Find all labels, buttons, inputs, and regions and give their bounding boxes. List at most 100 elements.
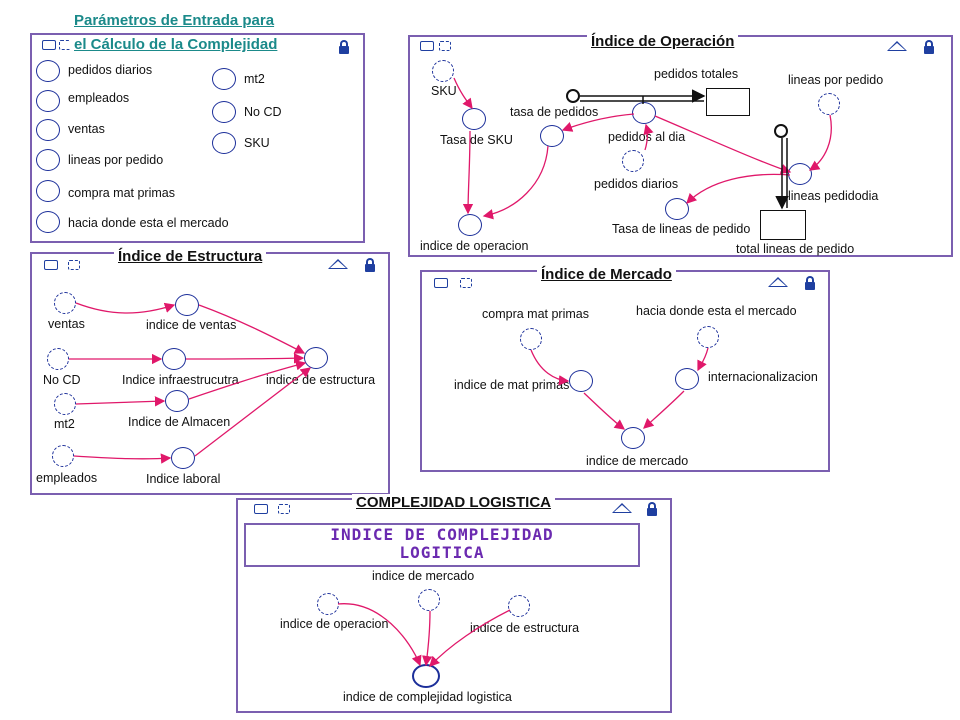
pedidos-diarios-label: pedidos diarios: [594, 177, 679, 191]
indice-laboral-label: Indice laboral: [146, 472, 221, 486]
window-icon[interactable]: [439, 41, 451, 51]
hacia-node[interactable]: [697, 326, 719, 348]
compra-label: compra mat primas: [482, 307, 589, 321]
complejidad-banner: [244, 523, 640, 567]
collapse-icon[interactable]: [328, 259, 348, 269]
ventas-label: ventas: [48, 317, 85, 331]
indice-ventas-node[interactable]: [175, 294, 199, 316]
indice-mercado-node[interactable]: [621, 427, 645, 449]
param-label: lineas por pedido: [68, 153, 164, 167]
param-node[interactable]: [212, 132, 236, 154]
source-cloud-icon: [774, 124, 788, 138]
lineas-pedidodia-node[interactable]: [788, 163, 812, 185]
indice-laboral-node[interactable]: [171, 447, 195, 469]
connector-arrow: [462, 130, 474, 215]
indice-infra-node[interactable]: [162, 348, 186, 370]
param-node[interactable]: [212, 101, 236, 123]
connector-arrow: [75, 396, 166, 407]
c-indice-operacion-label: indice de operacion: [280, 617, 389, 631]
window-icon[interactable]: [278, 504, 290, 514]
connector-arrow: [185, 353, 305, 364]
lock-icon[interactable]: [647, 502, 657, 516]
view-icon[interactable]: [434, 278, 448, 288]
tasa-sku-node[interactable]: [462, 108, 486, 130]
compra-node[interactable]: [520, 328, 542, 350]
pedidos-al-dia-label: pedidos al dia: [608, 130, 686, 144]
tasa-lineas-label: Tasa de lineas de pedido: [612, 222, 751, 236]
pedidos-totales-stock[interactable]: [706, 88, 750, 116]
c-indice-estructura-node[interactable]: [508, 595, 530, 617]
internacionalizacion-node[interactable]: [675, 368, 699, 390]
connector-arrow: [73, 453, 172, 464]
indice-operacion-node[interactable]: [458, 214, 482, 236]
connector-arrow: [697, 347, 709, 372]
indice-estructura-node[interactable]: [304, 347, 328, 369]
lock-icon[interactable]: [339, 40, 349, 54]
param-node[interactable]: [36, 211, 60, 233]
collapse-icon[interactable]: [612, 503, 632, 513]
param-node[interactable]: [212, 68, 236, 90]
params-title-line2[interactable]: el Cálculo de la Complejidad: [70, 36, 282, 54]
connector-arrow: [583, 392, 626, 430]
connector-arrow: [482, 145, 549, 220]
lineas-por-pedido-label: lineas por pedido: [788, 73, 884, 87]
lineas-por-pedido-node[interactable]: [818, 93, 840, 115]
sku-node[interactable]: [432, 60, 454, 82]
ventas-node[interactable]: [54, 292, 76, 314]
source-cloud-icon: [566, 89, 580, 103]
indice-mat-node[interactable]: [569, 370, 593, 392]
param-node[interactable]: [36, 90, 60, 112]
param-node[interactable]: [36, 60, 60, 82]
connector-arrow: [561, 113, 635, 132]
view-icon[interactable]: [44, 260, 58, 270]
lock-icon[interactable]: [805, 276, 815, 290]
indice-almacen-label: Indice de Almacen: [128, 415, 231, 429]
indice-infra-label: Indice infraestrucutra: [122, 373, 239, 387]
view-icon[interactable]: [420, 41, 434, 51]
connector-arrow: [643, 123, 654, 151]
pedidos-al-dia-node[interactable]: [632, 102, 656, 124]
window-icon[interactable]: [460, 278, 472, 288]
c-indice-mercado-node[interactable]: [418, 589, 440, 611]
banner-line1: INDICE DE COMPLEJIDAD: [330, 525, 554, 544]
connector-arrow: [453, 77, 473, 110]
param-node[interactable]: [36, 180, 60, 202]
pedidos-diarios-node[interactable]: [622, 150, 644, 172]
total-lineas-stock[interactable]: [760, 210, 806, 240]
param-node[interactable]: [36, 149, 60, 171]
estructura-title: Índice de Estructura: [114, 248, 267, 266]
tasa-lineas-node[interactable]: [665, 198, 689, 220]
empleados-node[interactable]: [52, 445, 74, 467]
lock-icon[interactable]: [924, 40, 934, 54]
collapse-icon[interactable]: [887, 41, 907, 51]
param-label: hacia donde esta el mercado: [68, 216, 229, 230]
indice-almacen-node[interactable]: [165, 390, 189, 412]
operacion-title: Índice de Operación: [587, 33, 739, 51]
indice-ventas-label: indice de ventas: [146, 318, 237, 332]
view-icon[interactable]: [254, 504, 268, 514]
sku-label: SKU: [431, 84, 457, 98]
param-label: empleados: [68, 91, 130, 105]
connector-arrow: [429, 609, 511, 667]
param-label: mt2: [244, 72, 265, 86]
no-cd-node[interactable]: [47, 348, 69, 370]
window-icon[interactable]: [68, 260, 80, 270]
tasa-sku-label: Tasa de SKU: [440, 133, 513, 147]
mercado-title: Índice de Mercado: [537, 266, 676, 284]
indice-operacion-label: indice de operacion: [420, 239, 529, 253]
connector-arrow: [188, 360, 307, 400]
param-node[interactable]: [36, 119, 60, 141]
hacia-label: hacia donde esta el mercado: [636, 304, 797, 318]
params-title-line1[interactable]: Parámetros de Entrada para: [70, 12, 279, 30]
banner-line2: LOGITICA: [399, 543, 485, 562]
c-indice-estructura-label: indice de estructura: [470, 621, 580, 635]
no-cd-label: No CD: [43, 373, 81, 387]
lock-icon[interactable]: [365, 258, 375, 272]
mt2-node[interactable]: [54, 393, 76, 415]
tasa-pedidos-node[interactable]: [540, 125, 564, 147]
collapse-icon[interactable]: [768, 277, 788, 287]
param-label: ventas: [68, 122, 105, 136]
connector-arrow: [686, 173, 791, 204]
view-icon[interactable]: [42, 40, 56, 50]
